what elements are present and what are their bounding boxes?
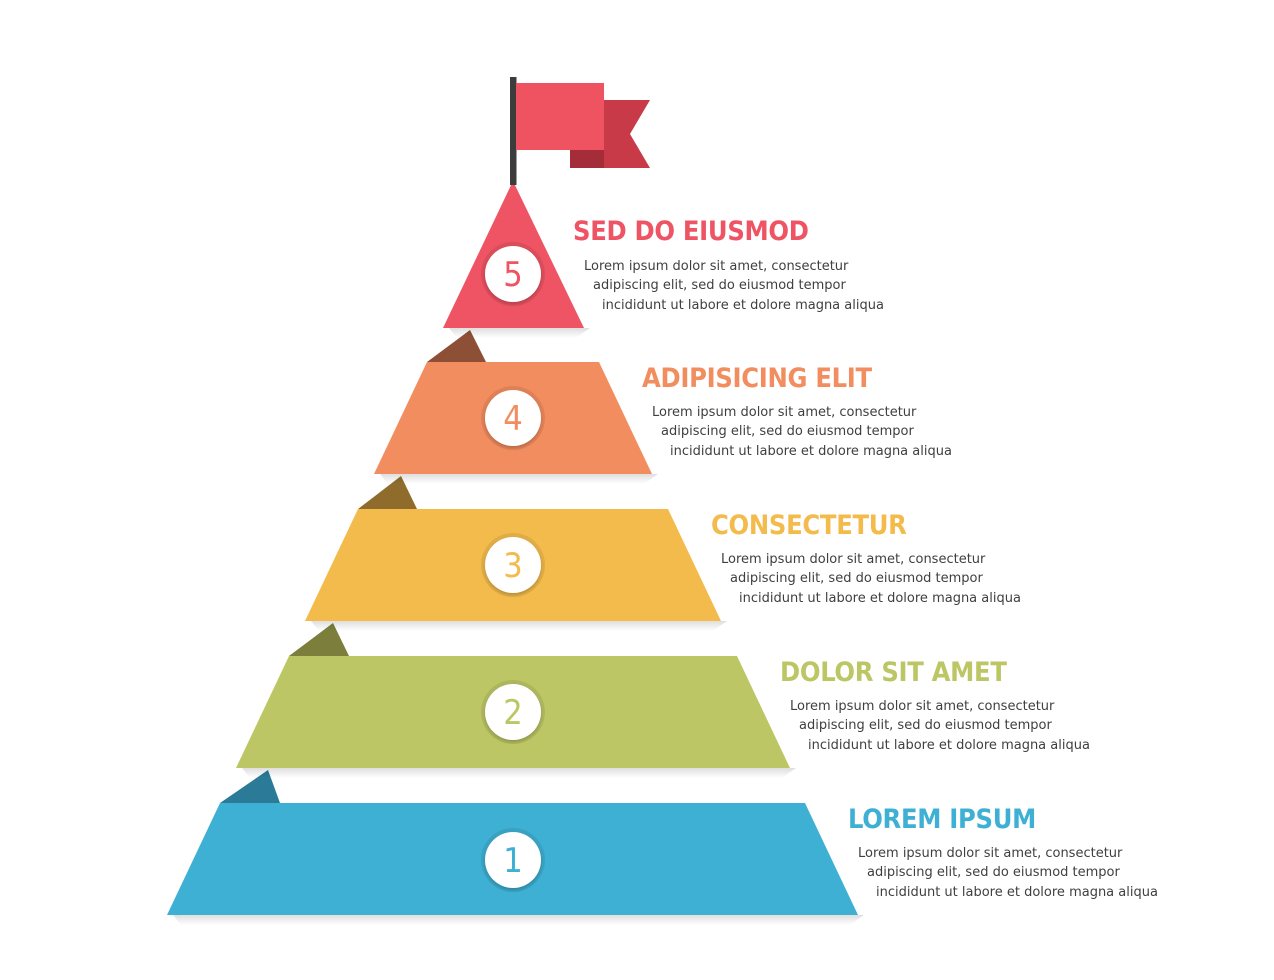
description-line: incididunt ut labore et dolore magna ali…: [808, 737, 1090, 753]
description-line: Lorem ipsum dolor sit amet, consectetur: [584, 259, 849, 274]
description-line: incididunt ut labore et dolore magna ali…: [739, 590, 1021, 606]
description-line: adipiscing elit, sed do eiusmod tempor: [730, 571, 983, 587]
level-title: DOLOR SIT AMET: [780, 657, 1007, 688]
pyramid-level-5: 5: [443, 181, 590, 338]
description-line: Lorem ipsum dolor sit amet, consectetur: [858, 846, 1123, 861]
level-shadow: [242, 768, 796, 778]
pyramid-level-2: 2: [236, 623, 796, 778]
description-line: Lorem ipsum dolor sit amet, consectetur: [652, 405, 917, 420]
description-line: adipiscing elit, sed do eiusmod tempor: [799, 718, 1052, 734]
pyramid-level-4: 4: [374, 330, 658, 484]
description-line: incididunt ut labore et dolore magna ali…: [670, 443, 952, 459]
level-shadow: [449, 328, 590, 338]
level-shadow: [311, 621, 727, 631]
level-description: Lorem ipsum dolor sit amet, consectetur a…: [858, 844, 1158, 902]
level-shadow: [380, 474, 658, 484]
description-line: adipiscing elit, sed do eiusmod tempor: [661, 424, 914, 440]
flag-front: [516, 83, 604, 150]
level-title: LOREM IPSUM: [848, 804, 1037, 835]
flag-icon: [510, 77, 650, 185]
level-shadow: [173, 915, 864, 925]
level-number: 3: [503, 546, 522, 586]
number-circle: [485, 390, 541, 446]
level-fold-tab: [358, 476, 417, 509]
level-title: CONSECTETUR: [711, 510, 907, 541]
description-line: adipiscing elit, sed do eiusmod tempor: [593, 278, 846, 294]
description-line: incididunt ut labore et dolore magna ali…: [876, 884, 1158, 900]
level-title: ADIPISICING ELIT: [642, 363, 872, 394]
number-circle: [485, 246, 541, 302]
level-description: Lorem ipsum dolor sit amet, consectetur a…: [721, 550, 1021, 608]
level-description: Lorem ipsum dolor sit amet, consectetur a…: [790, 697, 1090, 755]
level-number: 4: [503, 399, 522, 439]
level-number: 1: [503, 841, 522, 881]
level-description: Lorem ipsum dolor sit amet, consectetur a…: [584, 257, 884, 315]
description-line: adipiscing elit, sed do eiusmod tempor: [867, 865, 1120, 881]
number-circle: [485, 684, 541, 740]
pyramid-level-3: 3: [305, 476, 727, 631]
level-number: 2: [503, 693, 522, 733]
pyramid-level-1: 1: [167, 770, 864, 925]
level-description: Lorem ipsum dolor sit amet, consectetur a…: [652, 403, 952, 461]
description-line: Lorem ipsum dolor sit amet, consectetur: [790, 699, 1055, 714]
number-circle: [485, 832, 541, 888]
level-title: SED DO EIUSMOD: [573, 216, 809, 247]
description-line: Lorem ipsum dolor sit amet, consectetur: [721, 552, 986, 567]
level-fold-tab: [289, 623, 349, 656]
description-line: incididunt ut labore et dolore magna ali…: [602, 297, 884, 313]
level-fold-tab: [220, 770, 280, 803]
flag-pole: [510, 77, 517, 185]
number-circle: [485, 537, 541, 593]
level-number: 5: [503, 255, 522, 295]
flag-fold: [570, 148, 604, 168]
